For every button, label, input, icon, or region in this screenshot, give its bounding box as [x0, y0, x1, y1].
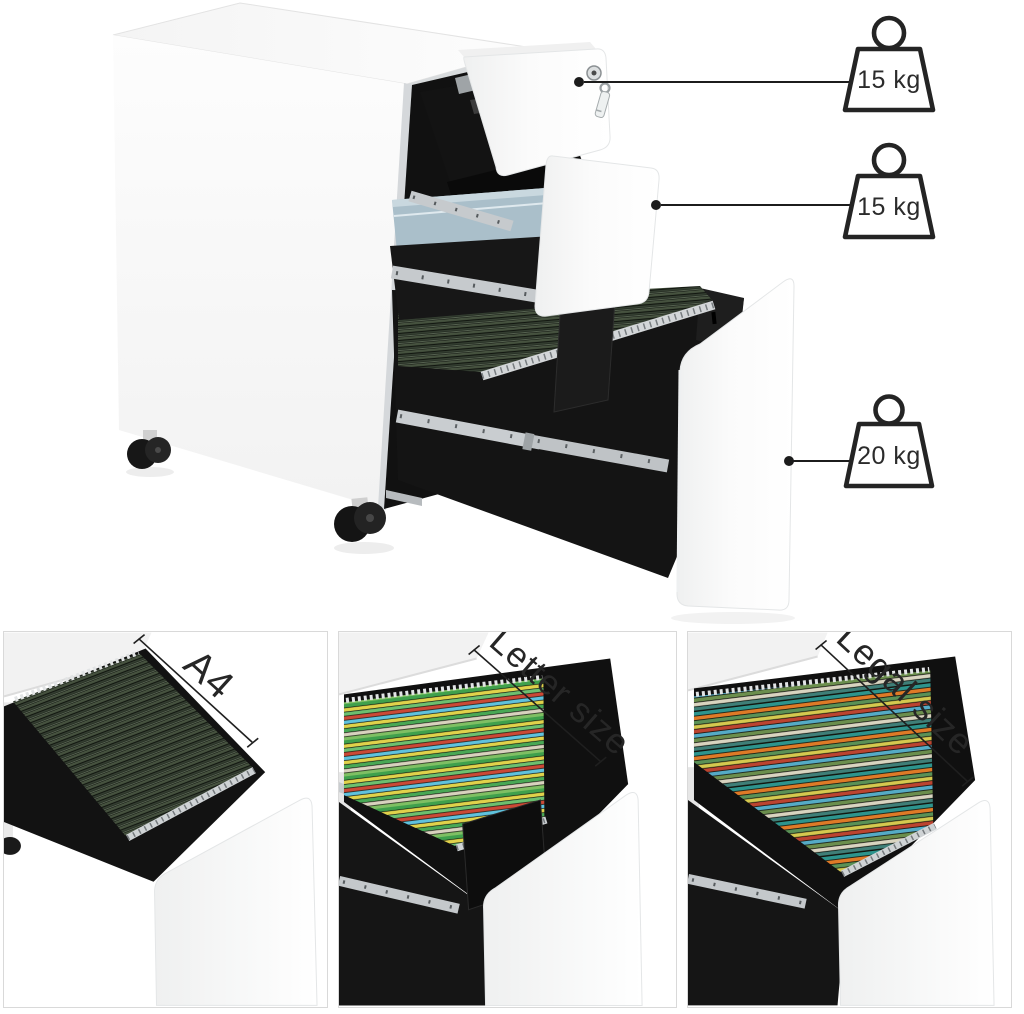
slide-rail [339, 875, 460, 914]
dimension-line [468, 644, 607, 767]
callout-dot [784, 456, 794, 466]
dimension-line [815, 639, 974, 787]
floor-shadows [126, 467, 795, 624]
bottom-drawer [392, 278, 795, 611]
size-panel-a4: A4 [3, 631, 328, 1008]
size-panel-legal: Legal size [687, 631, 1012, 1008]
bottom-drawer-front [676, 278, 795, 611]
dimension-line [133, 633, 259, 748]
weight-label-middle: 15 kg [857, 193, 921, 221]
size-panels: A4 [0, 631, 1024, 1008]
cabinet-edge [688, 632, 828, 691]
drawer-divider [553, 299, 616, 413]
drawer-front [838, 799, 995, 1006]
caster [4, 836, 21, 855]
caster-rear [127, 430, 171, 469]
size-panel-letter: Letter size [338, 631, 677, 1008]
cabinet-edge [339, 632, 489, 695]
slide-rail [395, 409, 670, 473]
middle-drawer-front [534, 155, 660, 317]
callout-dot [651, 200, 661, 210]
slide-rail [390, 265, 562, 307]
slide-rail [688, 873, 807, 909]
top-drawer-front-group [408, 42, 611, 232]
main-product-photo: 15 kg 15 kg 20 kg [112, 2, 936, 624]
callout-dot [574, 77, 584, 87]
slide-rail [408, 190, 514, 232]
weight-icon [842, 15, 936, 489]
drawer-front [154, 797, 318, 1006]
hanging-files-green [12, 653, 254, 836]
cabinet-edge [4, 632, 152, 697]
drawer-front [483, 792, 643, 1006]
weight-label-top: 15 kg [857, 66, 921, 94]
caster-front [334, 497, 386, 542]
hanging-files-color [693, 670, 934, 872]
top-drawer-front [463, 48, 611, 177]
key-icon [594, 82, 611, 119]
hanging-files-color [343, 678, 545, 846]
weight-label-bottom: 20 kg [857, 442, 921, 470]
callout-lines [584, 81, 852, 462]
